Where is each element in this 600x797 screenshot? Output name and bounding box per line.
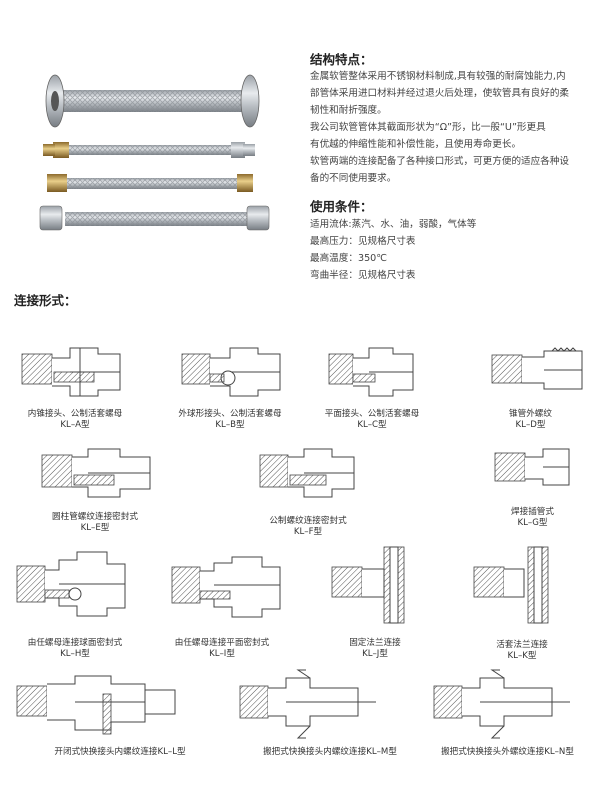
structure-line-5: 有优越的伸缩性能和补偿性能，且使用寿命更长。 — [310, 139, 522, 150]
diagram-kl-j — [331, 546, 405, 624]
caption-kl-m-name: 搬把式快换接头内螺纹连接KL–M型 — [263, 747, 397, 757]
caption-kl-d-code: KL–D型 — [515, 420, 546, 430]
caption-kl-d: 锥管外螺纹 KL–D型 — [468, 409, 593, 431]
union-nut-hose — [39, 205, 270, 231]
caption-kl-f-name: 公制螺纹连接密封式 — [269, 516, 347, 526]
caption-kl-n: 搬把式快换接头外螺纹连接KL–N型 — [415, 747, 600, 758]
caption-kl-h: 由任螺母连接球面密封式 KL–H型 — [5, 638, 145, 660]
structure-line-7: 备的不同使用要求。 — [310, 173, 397, 184]
diagram-kl-f — [259, 448, 355, 498]
condition-pressure: 最高压力：见规格尺寸表 — [310, 236, 416, 247]
caption-kl-e: 圆柱管螺纹连接密封式 KL–E型 — [25, 512, 165, 534]
caption-kl-d-name: 锥管外螺纹 — [509, 409, 552, 419]
conditions-heading: 使用条件： — [310, 199, 373, 214]
caption-kl-a-name: 内锥接头、公制活套螺母 — [27, 409, 123, 419]
caption-kl-k-name: 活套法兰连接 — [496, 640, 548, 650]
caption-kl-f: 公制螺纹连接密封式 KL–F型 — [238, 516, 378, 538]
diagram-kl-c — [328, 347, 414, 397]
caption-kl-i-code: KL–I型 — [209, 649, 235, 659]
caption-kl-c: 平面接头、公制活套螺母 KL–C型 — [302, 409, 442, 431]
caption-kl-e-name: 圆柱管螺纹连接密封式 — [52, 512, 138, 522]
diagram-kl-d — [491, 347, 583, 390]
caption-kl-g: 焊接插管式 KL–G型 — [470, 507, 595, 529]
caption-kl-a-code: KL–A型 — [60, 420, 90, 430]
caption-kl-g-code: KL–G型 — [517, 518, 548, 528]
flanged-hose — [45, 74, 260, 128]
caption-kl-f-code: KL–F型 — [293, 527, 323, 537]
diagram-kl-n — [433, 669, 570, 739]
caption-kl-b-name: 外球形接头、公制活套螺母 — [178, 409, 282, 419]
caption-kl-g-name: 焊接插管式 — [511, 507, 554, 517]
diagram-kl-e — [41, 448, 151, 498]
diagram-kl-a — [21, 347, 121, 397]
caption-kl-j: 固定法兰连接 KL–J型 — [305, 638, 445, 660]
caption-kl-a: 内锥接头、公制活套螺母 KL–A型 — [5, 409, 145, 431]
caption-kl-i: 由任螺母连接平面密封式 KL–I型 — [152, 638, 292, 660]
caption-kl-i-name: 由任螺母连接平面密封式 — [174, 638, 270, 648]
caption-kl-l-name: 开闭式快换接头内螺纹连接KL–L型 — [54, 747, 186, 757]
condition-temperature: 最高温度：350℃ — [310, 253, 388, 264]
diagram-kl-l — [16, 675, 176, 735]
product-photo — [39, 74, 270, 231]
diagram-kl-h — [16, 551, 126, 617]
structure-description: 金属软管整体采用不锈钢材料制成,具有较强的耐腐蚀能力,内 部管体采用进口材料并经… — [310, 68, 595, 187]
structure-line-1: 金属软管整体采用不锈钢材料制成,具有较强的耐腐蚀能力,内 — [310, 71, 566, 82]
structure-line-2: 部管体采用进口材料并经过退火后处理，使软管具有良好的柔 — [310, 88, 570, 99]
diagram-kl-g — [494, 448, 570, 486]
caption-kl-k-code: KL–K型 — [507, 651, 537, 661]
caption-kl-h-name: 由任螺母连接球面密封式 — [27, 638, 123, 648]
threaded-end-hose — [47, 174, 253, 192]
structure-line-4: 我公司软管管体其截面形状为“Ω”形，比一般“U”形更具 — [310, 122, 546, 133]
caption-kl-b: 外球形接头、公制活套螺母 KL–B型 — [160, 409, 300, 431]
caption-kl-m: 搬把式快换接头内螺纹连接KL–M型 — [235, 747, 425, 758]
structure-line-6: 软管两端的连接配备了各种接口形式，可更方便的适应各种设 — [310, 156, 570, 167]
diagram-kl-k — [473, 546, 549, 624]
caption-kl-c-code: KL–C型 — [357, 420, 387, 430]
caption-kl-j-code: KL–J型 — [362, 649, 388, 659]
diagram-kl-m — [239, 669, 376, 739]
condition-bend-radius: 弯曲半径：见规格尺寸表 — [310, 270, 416, 281]
caption-kl-b-code: KL–B型 — [215, 420, 245, 430]
diagram-kl-b — [181, 347, 281, 397]
caption-kl-l: 开闭式快换接头内螺纹连接KL–L型 — [25, 747, 215, 758]
condition-fluid: 适用流体:蒸汽、水、油，弱酸，气体等 — [310, 219, 477, 230]
caption-kl-k: 活套法兰连接 KL–K型 — [452, 640, 592, 662]
structure-heading: 结构特点： — [310, 52, 373, 67]
caption-kl-n-name: 搬把式快换接头外螺纹连接KL–N型 — [441, 747, 574, 757]
caption-kl-e-code: KL–E型 — [80, 523, 110, 533]
structure-line-3: 韧性和耐折强度。 — [310, 105, 387, 116]
diagram-kl-i — [171, 556, 281, 618]
caption-kl-c-name: 平面接头、公制活套螺母 — [324, 409, 420, 419]
connections-heading: 连接形式： — [14, 293, 77, 308]
brass-end-hose — [43, 142, 255, 158]
caption-kl-j-name: 固定法兰连接 — [349, 638, 401, 648]
caption-kl-h-code: KL–H型 — [60, 649, 90, 659]
